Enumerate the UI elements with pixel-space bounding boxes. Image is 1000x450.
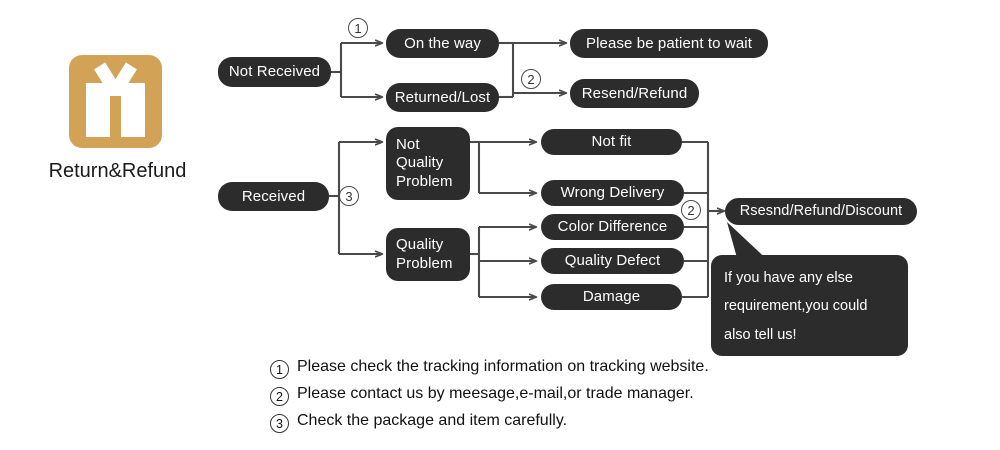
node-returned-lost: Returned/Lost bbox=[386, 83, 499, 112]
gift-body-right-icon bbox=[121, 91, 145, 137]
node-on-the-way: On the way bbox=[386, 29, 499, 58]
step-marker-2b: 2 bbox=[681, 200, 701, 220]
node-not-fit: Not fit bbox=[541, 129, 682, 155]
node-resend-refund: Resend/Refund bbox=[570, 79, 699, 108]
step-marker-3: 3 bbox=[339, 186, 359, 206]
footnote-item: 1 Please check the tracking information … bbox=[270, 358, 709, 379]
node-please-be-patient: Please be patient to wait bbox=[570, 29, 768, 58]
callout-bubble: If you have any else requirement,you cou… bbox=[711, 255, 908, 356]
node-line: Not bbox=[396, 136, 420, 154]
node-received: Received bbox=[218, 182, 329, 211]
node-line: Problem bbox=[396, 172, 453, 190]
footnote-list: 1 Please check the tracking information … bbox=[270, 358, 709, 439]
footnote-text: Check the package and item carefully. bbox=[297, 412, 568, 429]
node-not-received: Not Received bbox=[218, 57, 331, 87]
footnote-item: 2 Please contact us by meesage,e-mail,or… bbox=[270, 385, 709, 406]
footnote-item: 3 Check the package and item carefully. bbox=[270, 412, 709, 433]
callout-line-1: If you have any else bbox=[724, 270, 853, 286]
node-not-quality-problem: Not Quality Problem bbox=[386, 127, 470, 200]
footnote-text: Please check the tracking information on… bbox=[297, 358, 709, 375]
node-damage: Damage bbox=[541, 284, 682, 310]
callout-line-2: requirement,you could bbox=[724, 298, 868, 315]
callout-line-3: also tell us! bbox=[724, 326, 797, 343]
step-marker-1: 1 bbox=[348, 18, 368, 38]
footnote-marker: 1 bbox=[270, 360, 289, 379]
node-wrong-delivery: Wrong Delivery bbox=[541, 180, 684, 206]
footnote-text: Please contact us by meesage,e-mail,or t… bbox=[297, 385, 694, 402]
node-line: Quality bbox=[396, 154, 444, 172]
node-quality-defect: Quality Defect bbox=[541, 248, 684, 274]
step-marker-2: 2 bbox=[521, 69, 541, 89]
gift-box-icon bbox=[69, 55, 162, 148]
gift-body-left-icon bbox=[86, 91, 110, 137]
node-line: Problem bbox=[396, 254, 453, 272]
diagram-title: Return&Refund bbox=[48, 160, 187, 182]
node-final-outcome: Rsesnd/Refund/Discount bbox=[725, 198, 917, 225]
node-color-difference: Color Difference bbox=[541, 214, 684, 240]
node-line: Quality bbox=[396, 236, 444, 254]
node-quality-problem: Quality Problem bbox=[386, 228, 470, 281]
footnote-marker: 2 bbox=[270, 387, 289, 406]
footnote-marker: 3 bbox=[270, 414, 289, 433]
